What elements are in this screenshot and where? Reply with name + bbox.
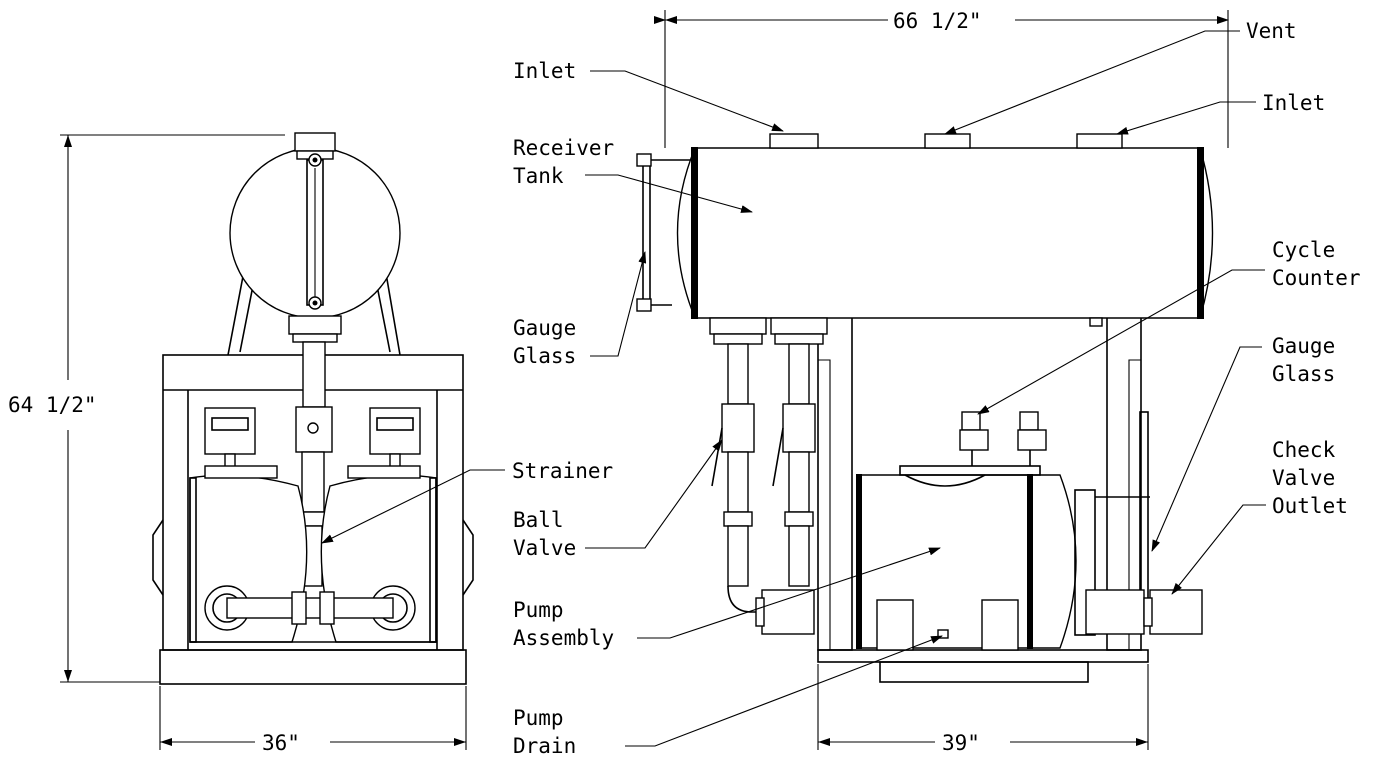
label-gauge-glass-right-2: Glass: [1272, 362, 1335, 386]
label-pump-assembly-1: Pump: [513, 598, 564, 622]
dimension-lines: [60, 10, 1229, 750]
label-pump-drain-2: Drain: [513, 734, 576, 758]
callout-leaders: [321, 30, 1266, 747]
label-ball-valve-2: Valve: [513, 536, 576, 560]
label-cycle-counter-2: Counter: [1272, 266, 1361, 290]
label-strainer: Strainer: [512, 459, 613, 483]
label-inlet-right: Inlet: [1262, 91, 1325, 115]
dimension-side-width: 39": [942, 731, 980, 755]
label-check-valve-outlet-3: Outlet: [1272, 494, 1348, 518]
label-pump-assembly-2: Assembly: [513, 626, 614, 650]
label-gauge-glass-right-1: Gauge: [1272, 334, 1335, 358]
label-pump-drain-1: Pump: [513, 706, 564, 730]
label-cycle-counter-1: Cycle: [1272, 238, 1335, 262]
label-ball-valve-1: Ball: [513, 508, 564, 532]
dimension-top-width: 66 1/2": [893, 9, 982, 33]
label-receiver-tank-1: Receiver: [513, 136, 614, 160]
label-check-valve-outlet-2: Valve: [1272, 466, 1335, 490]
front-view: [152, 132, 474, 685]
label-inlet-left: Inlet: [513, 59, 576, 83]
dimension-front-width: 36": [262, 731, 300, 755]
label-vent: Vent: [1246, 19, 1297, 43]
dimension-left-height: 64 1/2": [8, 393, 97, 417]
label-gauge-glass-left-1: Gauge: [513, 316, 576, 340]
label-check-valve-outlet-1: Check: [1272, 438, 1336, 462]
label-gauge-glass-left-2: Glass: [513, 344, 576, 368]
side-view: [636, 133, 1214, 683]
label-receiver-tank-2: Tank: [513, 164, 564, 188]
